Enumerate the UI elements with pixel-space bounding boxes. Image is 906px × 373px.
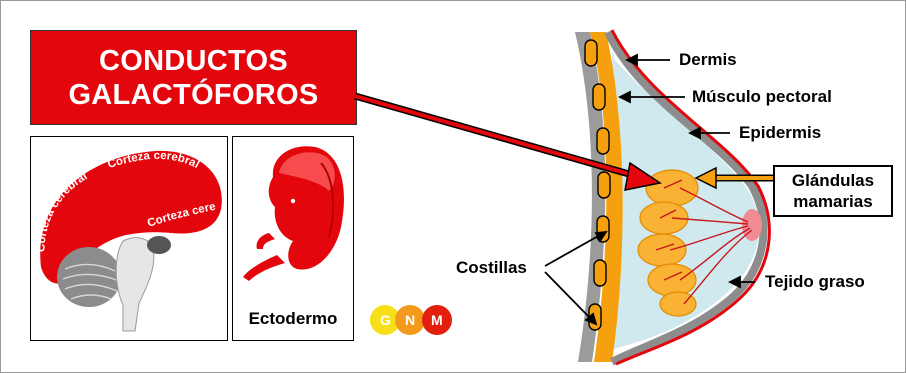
embryo-panel: Ectodermo <box>232 136 354 341</box>
midbrain <box>147 236 171 254</box>
title-box: CONDUCTOS GALACTÓFOROS <box>30 30 357 125</box>
label-glandulas-line-2: mamarias <box>793 191 872 212</box>
embryo-arm <box>257 233 275 249</box>
title-line-1: CONDUCTOS <box>99 44 288 78</box>
embryo-leg <box>243 255 285 281</box>
label-tejido-graso: Tejido graso <box>765 272 865 292</box>
title-line-2: GALACTÓFOROS <box>68 78 318 112</box>
brain-illustration: Corteza cerebral Corteza cerebral Cortez… <box>31 137 227 340</box>
brain-panel: Corteza cerebral Corteza cerebral Cortez… <box>30 136 228 341</box>
label-costillas: Costillas <box>456 258 527 278</box>
brainstem <box>116 238 154 331</box>
embryo-illustration <box>233 137 353 307</box>
label-epidermis: Epidermis <box>739 123 821 143</box>
label-musculo-pectoral: Músculo pectoral <box>692 87 832 107</box>
embryo-eye <box>291 199 295 203</box>
label-dermis: Dermis <box>679 50 737 70</box>
label-glandulas-line-1: Glándulas <box>792 170 874 191</box>
ectodermo-label: Ectodermo <box>233 309 353 329</box>
glandulas-label-box: Glándulas mamarias <box>773 165 893 217</box>
